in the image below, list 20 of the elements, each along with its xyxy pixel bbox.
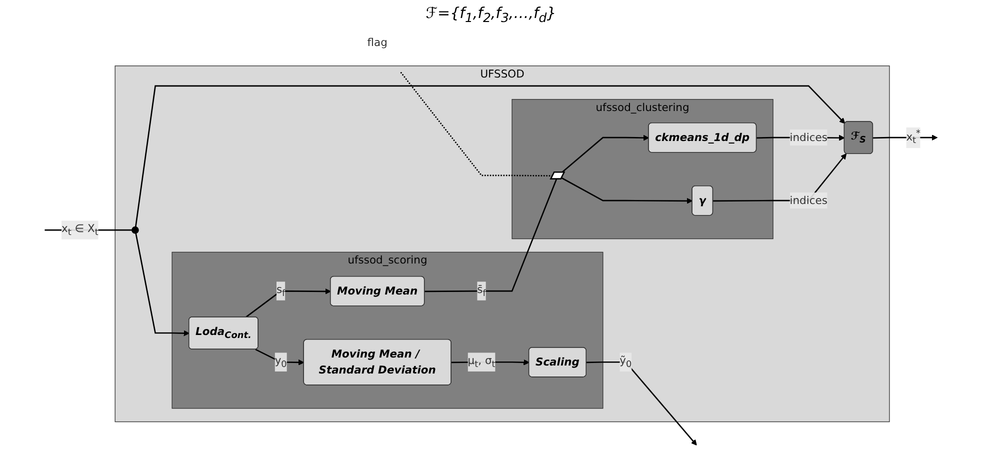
edge-label: μ$_{t}$, σ$_{t}$ [468, 354, 496, 370]
edge-label: indices [790, 130, 828, 144]
node-switch [550, 171, 566, 180]
arrow [873, 134, 938, 141]
node-text: flag [367, 36, 388, 48]
arrow [561, 134, 650, 173]
edge-label: ỹ$_{0}$ [620, 354, 632, 370]
edge-label: s$_{f}$ [276, 282, 286, 299]
arrow [135, 233, 190, 336]
connector [400, 72, 553, 176]
feature-set-label: ℱ={f$_{1}$,f$_{2}$,f$_{3}$,…,f$_{d}$} [426, 4, 556, 25]
edge-label: s̄$_{f}$ [477, 282, 486, 299]
edge-label: x$_{t}$ ∈ X$_{t}$ [61, 222, 98, 238]
node-circle [132, 226, 139, 234]
arrow [245, 288, 331, 318]
arrow [586, 361, 697, 446]
connector [424, 178, 558, 292]
edge-label: y$_{0}$ [274, 354, 287, 370]
arrow [561, 177, 693, 204]
edge-label: indices [790, 194, 828, 207]
